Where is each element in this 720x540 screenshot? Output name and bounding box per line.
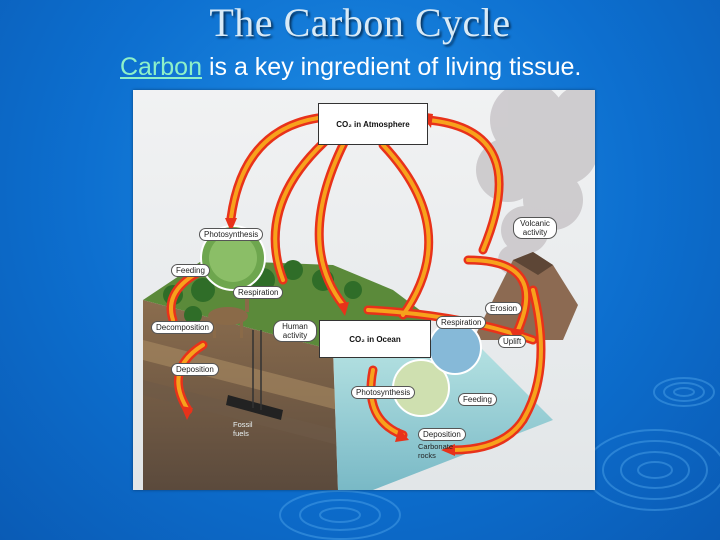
carbon-cycle-diagram: CO₂ in Atmosphere CO₂ in Ocean Photosynt…: [133, 90, 595, 490]
slide-title: The Carbon Cycle: [209, 0, 511, 45]
label-respiration-ocean: Respiration: [436, 316, 487, 329]
label-erosion: Erosion: [485, 302, 523, 315]
label-photosynthesis-ocean: Photosynthesis: [351, 386, 416, 399]
label-uplift: Uplift: [498, 335, 527, 348]
label-deposition-ocean: Deposition: [418, 428, 466, 441]
label-deposition-land: Deposition: [171, 363, 219, 376]
label-decomposition: Decomposition: [151, 321, 214, 334]
slide-subtitle: Carbon is a key ingredient of living tis…: [120, 52, 581, 82]
label-photosynthesis-land: Photosynthesis: [199, 228, 264, 241]
label-respiration-land: Respiration: [233, 286, 284, 299]
co2-atmosphere-box: CO₂ in Atmosphere: [318, 103, 428, 145]
subtitle-text: is a key ingredient of living tissue.: [202, 53, 582, 81]
carbon-link[interactable]: Carbon: [120, 53, 202, 81]
diagram-illustration: [133, 90, 595, 490]
label-feeding-land: Feeding: [171, 264, 210, 277]
label-feeding-ocean: Feeding: [458, 393, 497, 406]
co2-ocean-box: CO₂ in Ocean: [319, 320, 431, 358]
